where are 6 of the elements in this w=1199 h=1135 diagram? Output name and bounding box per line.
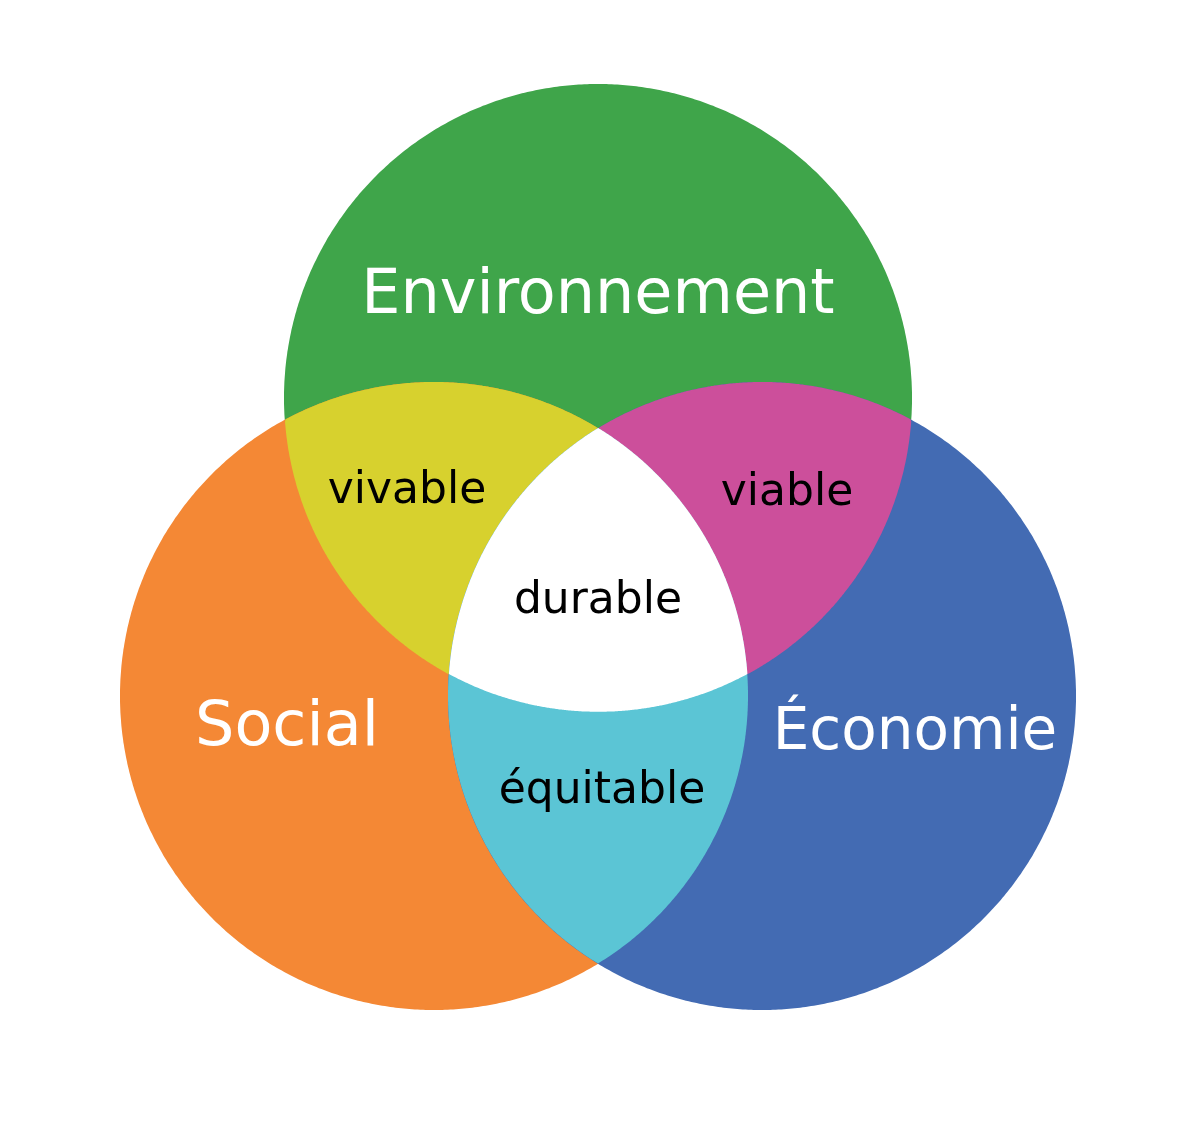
region-label: Social — [195, 689, 379, 759]
region-label: équitable — [498, 763, 706, 813]
region-label: durable — [513, 573, 683, 623]
region-label: vivable — [327, 463, 487, 513]
region-label: viable — [720, 465, 854, 515]
region-label: Environnement — [361, 257, 835, 327]
